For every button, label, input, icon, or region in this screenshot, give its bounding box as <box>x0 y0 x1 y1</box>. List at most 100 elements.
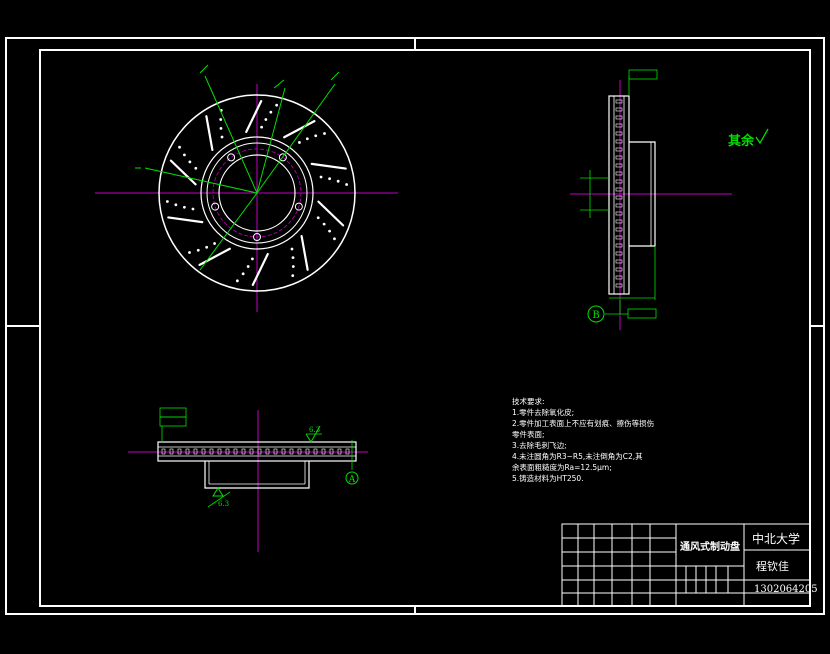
bottom-vent <box>257 448 262 455</box>
fcf-frame-top <box>628 69 658 80</box>
outer-frame <box>5 37 825 615</box>
drill-hole <box>323 132 326 135</box>
leader-ends <box>135 64 340 169</box>
bottom-hat <box>204 461 310 489</box>
tech-item: 4.未注圆角为R3~R5,未注倒角为C2,其 <box>512 452 643 461</box>
cooling-slot <box>245 99 263 134</box>
datum-b-label: B <box>592 310 599 321</box>
drill-hole <box>182 205 186 209</box>
side-vent <box>615 123 623 128</box>
bottom-vent <box>233 448 238 455</box>
side-vent <box>615 171 623 176</box>
drill-hole <box>260 125 264 129</box>
bottom-vent <box>241 448 246 455</box>
bottom-vent <box>161 448 166 455</box>
drill-hole <box>322 222 326 226</box>
side-vent <box>615 155 623 160</box>
bolt-hole <box>227 153 236 162</box>
roughness-symbol-1 <box>305 425 321 443</box>
roughness-value-1: 6.3 <box>309 426 320 434</box>
bolt-hole <box>294 202 303 211</box>
side-vent <box>615 107 623 112</box>
bottom-vent-marks <box>161 448 350 455</box>
leader-2 <box>256 83 336 194</box>
side-vent <box>615 283 623 288</box>
tech-item: 余表面粗糙度为Ra=12.5μm; <box>512 463 612 472</box>
side-vent <box>615 131 623 136</box>
bottom-vent <box>329 448 334 455</box>
roughness-value-2: 6.3 <box>218 500 229 508</box>
fcf-frame-left <box>159 407 187 418</box>
drill-hole <box>298 141 301 144</box>
drill-hole <box>291 256 295 260</box>
side-vent <box>615 259 623 264</box>
bolt-hole <box>253 233 261 241</box>
tech-heading: 技术要求: <box>512 397 545 406</box>
disc-hub-ring <box>206 142 308 244</box>
side-vent <box>615 227 623 232</box>
bottom-vent <box>201 448 206 455</box>
side-vent <box>615 219 623 224</box>
side-vent <box>615 163 623 168</box>
bottom-vent <box>289 448 294 455</box>
side-vent-marks <box>615 99 623 288</box>
drill-hole <box>235 279 239 283</box>
title-block <box>561 523 811 607</box>
school-name: 中北大学 <box>752 532 801 546</box>
side-vent <box>615 267 623 272</box>
side-vent <box>615 179 623 184</box>
bottom-vent <box>321 448 326 455</box>
front-view <box>95 64 398 312</box>
disc-inner-ring <box>200 136 314 250</box>
drill-hole <box>319 175 323 179</box>
tech-item: 零件表面; <box>512 430 545 439</box>
drill-hole <box>174 203 178 207</box>
side-view: B <box>570 69 732 330</box>
datum-a-label: A <box>348 475 356 485</box>
side-vent <box>615 115 623 120</box>
roughness-note: 其余 <box>728 133 755 149</box>
side-vent <box>615 187 623 192</box>
cooling-slot <box>167 216 204 224</box>
author-name: 程钦佳 <box>756 560 789 573</box>
bottom-vent <box>249 448 254 455</box>
bottom-vent <box>185 448 190 455</box>
disc-bore <box>218 154 296 232</box>
bottom-vent <box>297 448 302 455</box>
bolt-holes <box>211 153 303 241</box>
roughness-symbol-2 <box>212 487 224 497</box>
cooling-slot <box>205 115 214 152</box>
drill-hole <box>205 245 209 249</box>
bottom-vent <box>177 448 182 455</box>
leader-5 <box>256 87 286 194</box>
drill-hole <box>250 257 254 261</box>
drill-hole <box>345 183 348 186</box>
roughness-note-symbol <box>755 128 769 145</box>
side-hat <box>629 141 656 247</box>
student-id: 1302064205 <box>754 584 818 595</box>
disc-outer <box>158 94 356 292</box>
side-vent <box>615 139 623 144</box>
side-vent <box>615 99 623 104</box>
drill-hole <box>188 251 191 254</box>
leader-1 <box>204 75 258 194</box>
leader-4 <box>144 167 258 194</box>
side-vent <box>615 147 623 152</box>
drill-hole <box>328 177 332 181</box>
fcf-frame-bottom <box>627 308 657 319</box>
drill-hole <box>264 118 268 121</box>
bottom-vent <box>337 448 342 455</box>
cooling-slot <box>169 159 197 186</box>
drill-hole <box>316 216 320 220</box>
cooling-slot <box>251 252 269 287</box>
side-vent <box>615 251 623 256</box>
bottom-vent <box>209 448 214 455</box>
bottom-vent <box>225 448 230 455</box>
drill-hole <box>314 134 318 138</box>
datum-a-circle <box>345 471 359 485</box>
side-vent <box>615 243 623 248</box>
tech-item: 5.铸造材料为HT250. <box>512 474 584 483</box>
bolt-hole <box>211 202 220 211</box>
datum-b-circle <box>587 305 605 323</box>
